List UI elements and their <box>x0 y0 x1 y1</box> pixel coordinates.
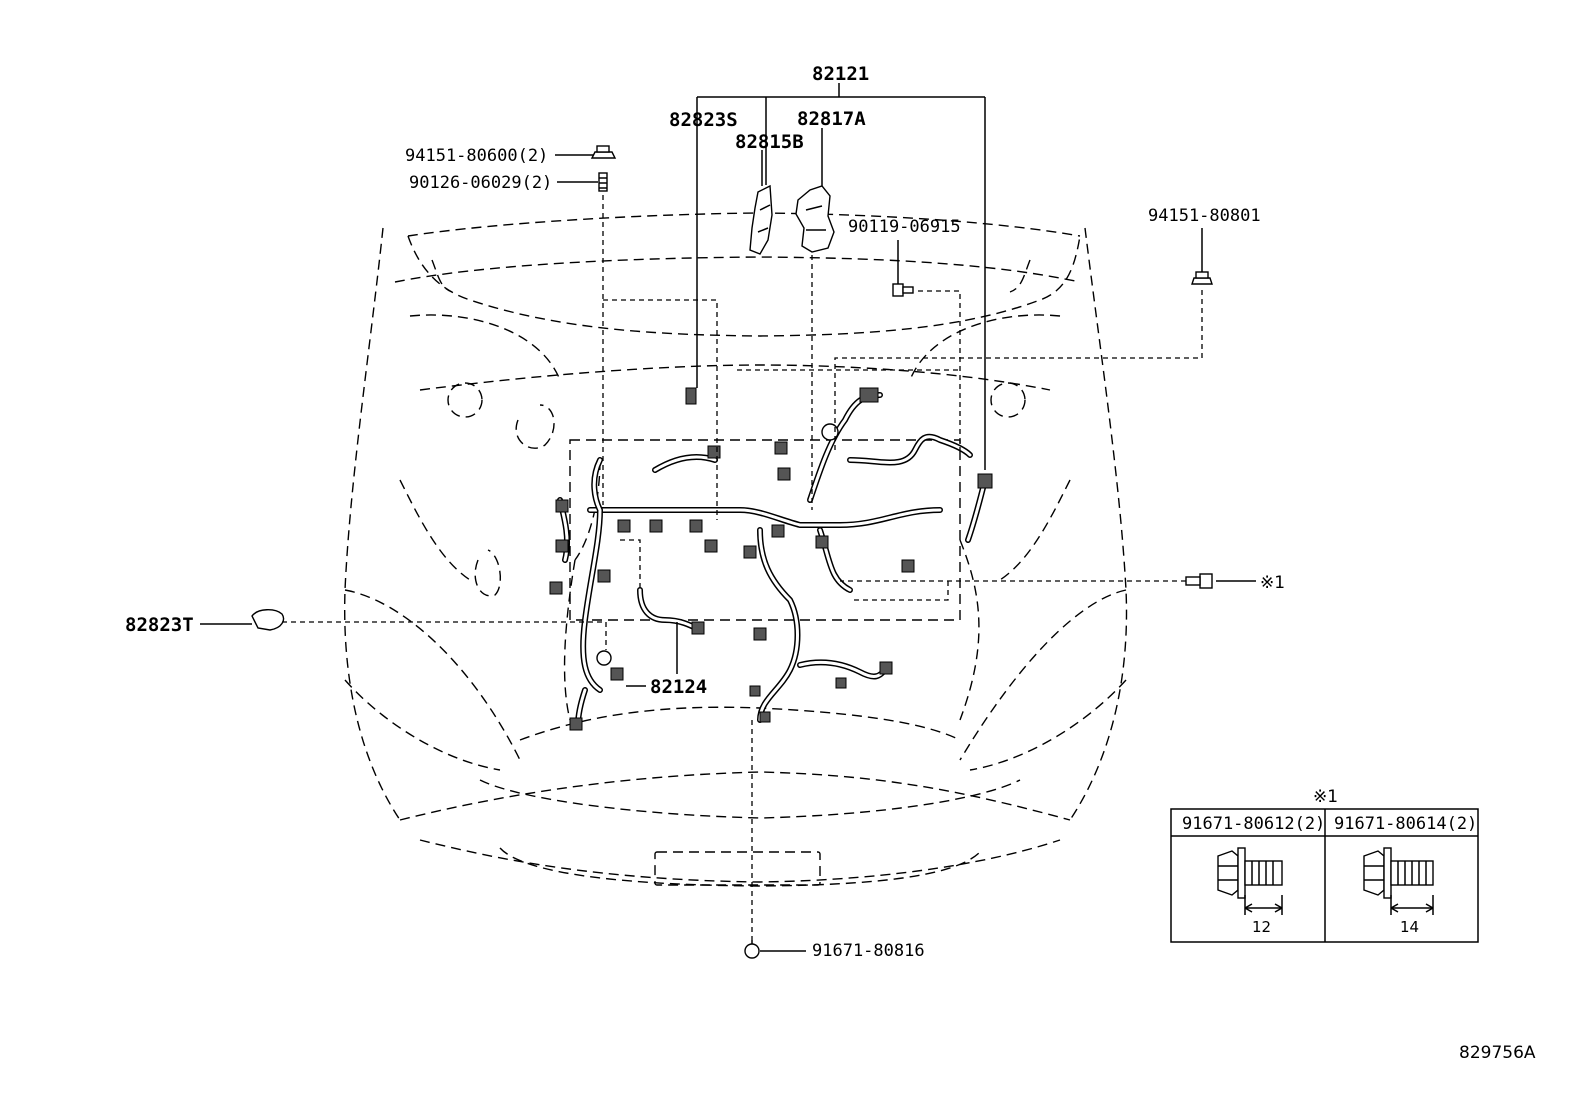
label-82121: 82121 <box>812 63 869 85</box>
label-90126-06029: 90126-06029(2) <box>409 173 552 193</box>
label-90119-06915: 90119-06915 <box>848 217 961 237</box>
label-82817a: 82817A <box>797 108 866 130</box>
leader-lines <box>200 83 1256 952</box>
nut-94151-80801-icon <box>1191 271 1213 285</box>
inset-title: ※1 <box>1313 787 1338 807</box>
label-94151-80600: 94151-80600(2) <box>405 146 548 166</box>
label-82815b: 82815B <box>735 131 804 153</box>
wire-harness <box>557 392 988 728</box>
label-91671-80816: 91671-80816 <box>812 941 925 961</box>
inset-part-2: 91671-80614(2) <box>1334 814 1477 834</box>
vehicle-outline <box>343 212 1128 887</box>
clamp-82823t-icon <box>251 609 285 631</box>
bolt-ref1-icon <box>1185 573 1213 589</box>
label-ref1: ※1 <box>1260 573 1285 593</box>
inset-table: ※1 91671-80612(2) 91671-80614(2) 12 14 <box>1170 787 1479 943</box>
inset-dim-1: 12 <box>1252 918 1271 936</box>
label-82124: 82124 <box>650 676 707 698</box>
dashed-reference-lines <box>282 195 1203 940</box>
bolt-91671-80816-icon <box>744 940 760 959</box>
flange-bolt-14-icon <box>1363 847 1434 915</box>
label-94151-80801: 94151-80801 <box>1148 206 1261 226</box>
harness-connectors <box>549 387 993 731</box>
flange-bolt-12-icon <box>1217 847 1283 915</box>
label-82823t: 82823T <box>125 614 194 636</box>
bracket-82815b <box>749 184 773 255</box>
inset-part-1: 91671-80612(2) <box>1182 814 1325 834</box>
inset-dim-2: 14 <box>1400 918 1419 936</box>
label-82823s: 82823S <box>669 109 738 131</box>
figure-code: 829756A <box>1459 1043 1536 1063</box>
bracket-82817a <box>795 185 835 253</box>
bolt-90119-06915-icon <box>892 283 914 297</box>
stud-90126-06029-icon <box>598 172 608 192</box>
nut-94151-80600-icon <box>590 145 617 159</box>
